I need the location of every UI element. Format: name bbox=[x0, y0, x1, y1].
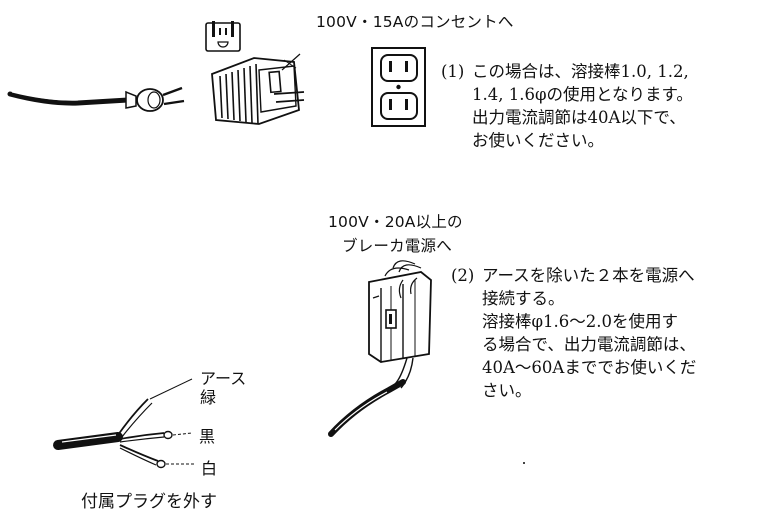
middle-heading-line-1: 100V・20A以上の bbox=[328, 213, 463, 231]
wire-label-white: 白 bbox=[201, 459, 218, 478]
stray-dot bbox=[523, 462, 525, 464]
note-2-line: アースを除いた２本を電源へ bbox=[482, 266, 695, 285]
note-2-marker: (2) bbox=[451, 266, 475, 285]
top-heading: 100V・15Aのコンセントへ bbox=[316, 13, 514, 31]
note-2-line: 接続する。 bbox=[482, 289, 565, 308]
note-1-line: 出力電流調節は40A以下で、 bbox=[472, 108, 686, 127]
note-1-text: この場合は、溶接棒1.0, 1.2, 1.4, 1.6φの使用となります。 出力… bbox=[472, 60, 693, 152]
power-cord-plug-icon bbox=[7, 86, 185, 112]
note-1-line: 1.4, 1.6φの使用となります。 bbox=[472, 85, 693, 104]
note-2-line: さい。 bbox=[482, 381, 532, 400]
note-1-line: この場合は、溶接棒1.0, 1.2, bbox=[472, 62, 689, 81]
note-1-line: お使いください。 bbox=[472, 131, 604, 150]
wire-label-green: 緑 bbox=[200, 388, 217, 407]
breaker-terminal-icon bbox=[328, 260, 432, 437]
wire-label-black: 黒 bbox=[199, 427, 216, 446]
small-outlet-icon bbox=[205, 21, 241, 52]
middle-heading-line-2: ブレーカ電源へ bbox=[342, 237, 452, 255]
note-1-marker: (1) bbox=[441, 62, 465, 81]
note-2-line: 溶接棒φ1.6〜2.0を使用す bbox=[482, 312, 679, 331]
note-2-text: アースを除いた２本を電源へ 接続する。 溶接棒φ1.6〜2.0を使用す る場合で… bbox=[482, 264, 696, 402]
note-2-line: る場合で、出力電流調節は、 bbox=[482, 335, 696, 354]
stripped-cable-icon bbox=[53, 378, 194, 469]
note-2-line: 40A〜60Aまででお使いくだ bbox=[482, 358, 697, 377]
plug-adapter-icon bbox=[211, 53, 305, 125]
cable-caption: 付属プラグを外す bbox=[81, 492, 217, 512]
wire-label-earth: アース bbox=[200, 369, 247, 388]
duplex-outlet-icon bbox=[371, 47, 426, 127]
